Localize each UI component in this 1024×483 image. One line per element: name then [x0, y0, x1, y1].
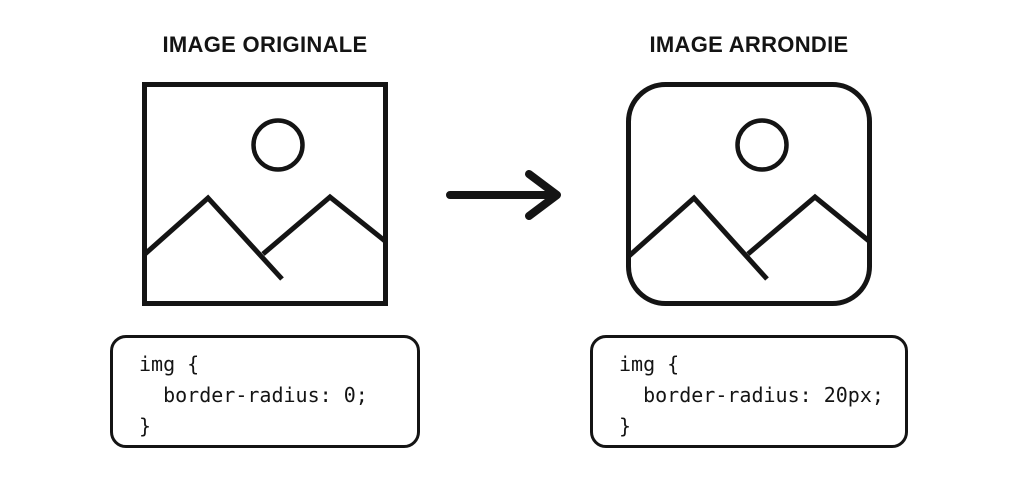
transform-arrow	[443, 167, 565, 223]
mountain-right-icon	[261, 193, 387, 256]
panel-title-original: IMAGE ORIGINALE	[162, 32, 368, 57]
code-line: img {	[139, 352, 200, 376]
mountain-right-icon	[746, 193, 871, 256]
code-line: border-radius: 20px;	[619, 383, 884, 407]
right-arrow-icon	[446, 170, 561, 220]
sun-icon	[251, 118, 305, 172]
image-placeholder-original	[142, 82, 388, 306]
image-border-rounded	[626, 82, 872, 306]
code-block-rounded: img { border-radius: 20px; }	[590, 335, 908, 448]
panel-title-rounded: IMAGE ARRONDIE	[649, 32, 849, 57]
panel-rounded: IMAGE ARRONDIE img { border-radius: 20px…	[590, 30, 908, 448]
mountain-left-icon	[143, 194, 284, 281]
code-line: img {	[619, 352, 680, 376]
panel-original: IMAGE ORIGINALE img { border-radius: 0; …	[110, 30, 420, 448]
image-border-square	[142, 82, 388, 306]
image-placeholder-rounded	[626, 82, 872, 306]
code-line: }	[619, 414, 632, 438]
code-line: }	[139, 414, 152, 438]
sun-icon	[735, 118, 789, 172]
image-placeholder-icon	[626, 82, 872, 306]
image-placeholder-icon	[142, 82, 388, 306]
mountain-left-icon	[627, 194, 769, 281]
code-line: border-radius: 0;	[139, 383, 368, 407]
code-block-original: img { border-radius: 0; }	[110, 335, 420, 448]
